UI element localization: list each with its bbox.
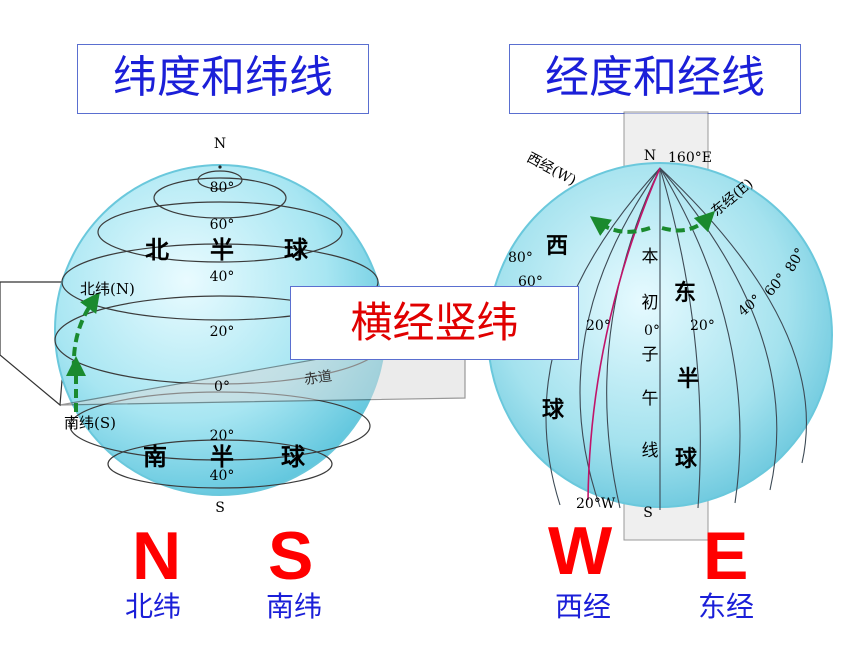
west-hemi-1: 西	[546, 233, 568, 259]
label-south-lat: 南纬	[266, 590, 323, 623]
pole-n-right: N	[644, 148, 656, 164]
east-hemi-2: 半	[677, 366, 699, 392]
lon-w80: 80°	[508, 250, 533, 266]
pole-n: N	[214, 136, 226, 152]
prime-meridian-2: 初	[642, 293, 659, 313]
pole-s-right: S	[643, 505, 653, 521]
lat-0: 0°	[214, 379, 230, 395]
lat-20n: 20°	[210, 324, 235, 340]
lat-80: 80°	[210, 180, 235, 196]
lat-40n: 40°	[210, 269, 235, 285]
south-hemi-3: 球	[281, 442, 306, 471]
east-hemi-1: 东	[674, 280, 696, 306]
north-hemi-1: 北	[145, 235, 169, 264]
label-east-lon: 东经	[698, 590, 755, 623]
lon-20w: 20°W	[576, 496, 616, 512]
letter-w: W	[548, 513, 613, 589]
letter-s: S	[268, 518, 314, 594]
center-caption: 横经竖纬	[290, 286, 579, 360]
north-hemi-2: 半	[210, 235, 234, 264]
north-lat-label: 北纬(N)	[80, 280, 135, 298]
prime-meridian-3: 子	[642, 345, 659, 365]
meridian-20w	[587, 167, 661, 501]
lat-60: 60°	[210, 217, 235, 233]
label-west-lon: 西经	[555, 590, 612, 623]
north-arrow	[71, 291, 100, 371]
south-hemi-2: 半	[210, 442, 234, 471]
lon-160e: 160°E	[668, 150, 712, 166]
west-arrow	[589, 216, 651, 236]
label-north-lat: 北纬	[125, 590, 182, 623]
letter-e: E	[703, 518, 749, 594]
lat-40s: 40°	[210, 468, 235, 484]
lat-20s: 20°	[210, 428, 235, 444]
prime-meridian-5: 线	[642, 441, 659, 461]
south-lat-label: 南纬(S)	[64, 414, 116, 432]
east-hemi-3: 球	[675, 446, 698, 472]
north-hemi-3: 球	[284, 235, 309, 264]
lon-w20: 20°	[586, 318, 611, 334]
pole-s: S	[215, 500, 225, 516]
letter-n: N	[132, 518, 182, 594]
south-hemi-1: 南	[143, 442, 167, 471]
west-lon-label: 西经(W)	[524, 150, 579, 189]
latitude-title: 纬度和纬线	[77, 44, 369, 114]
west-hemi-2: 球	[542, 397, 565, 423]
lon-0: 0°	[644, 323, 660, 339]
latitude-globe: N S 80° 60° 40° 20° 0° 20° 40° 北 半 球 南 半…	[0, 136, 466, 516]
north-pole-dot	[218, 165, 222, 169]
prime-meridian-4: 午	[642, 389, 659, 409]
prime-meridian-1: 本	[642, 247, 659, 267]
equator-label: 赤道	[303, 368, 333, 388]
east-arrow	[661, 210, 716, 233]
lon-e20: 20°	[690, 318, 715, 334]
longitude-globe: N S 160°E 西经(W) 东经(E) 80° 60° 20° 20° 40…	[487, 111, 833, 541]
